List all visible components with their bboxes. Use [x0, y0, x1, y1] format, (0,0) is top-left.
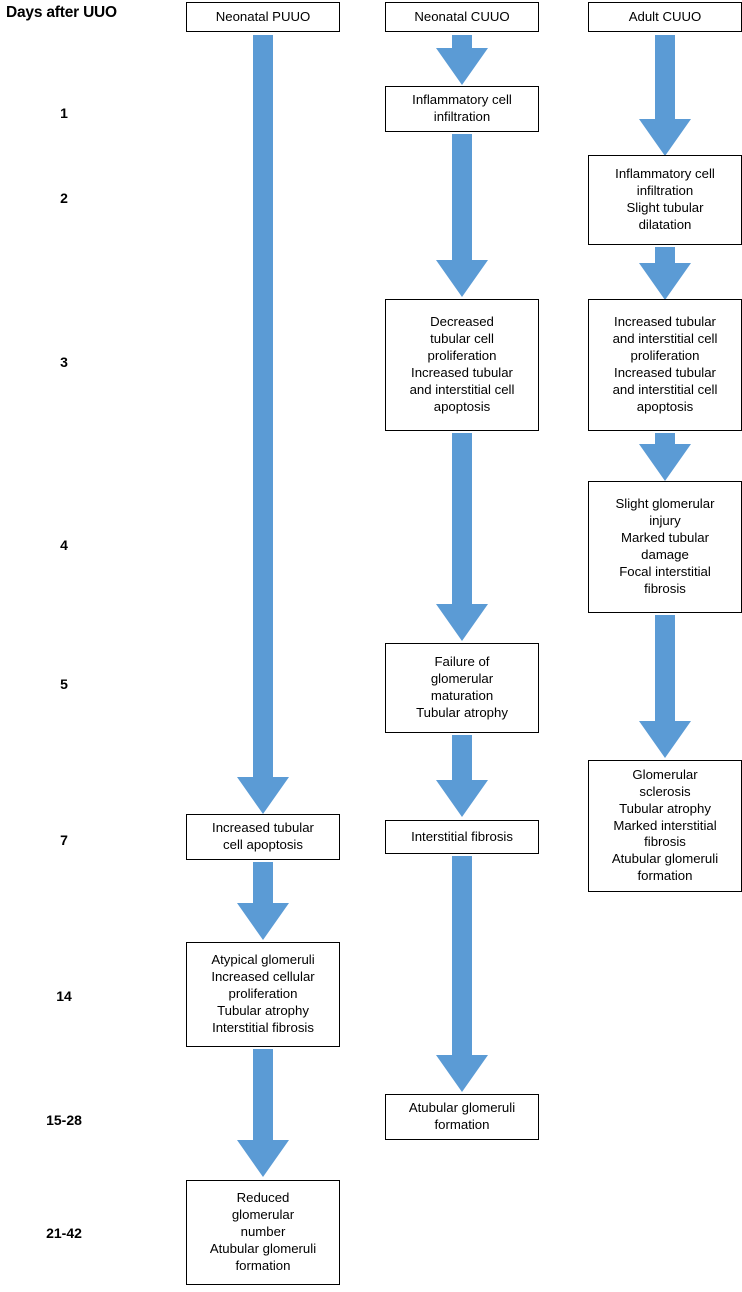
arrow-puuo-atypical-to-reduced	[237, 1049, 289, 1177]
column-header-neonatal-cuuo[interactable]: Neonatal CUUO	[385, 2, 539, 32]
day-label-5: 5	[60, 676, 68, 692]
day-label-14: 14	[56, 988, 72, 1004]
column-header-adult-cuuo-label: Adult CUUO	[628, 8, 702, 24]
day-label-4: 4	[60, 537, 68, 553]
arrow-cuuo-header-to-inflammatory	[436, 35, 488, 85]
day-label-3: 3	[60, 354, 68, 370]
day-label-1: 1	[60, 105, 68, 121]
arrow-acuuo-slight-to-sclerosis	[639, 615, 691, 758]
axis-title-days-after-uuo: Days after UUO	[6, 4, 117, 21]
node-cuuo-interstitial-fibrosis[interactable]: Interstitial fibrosis	[385, 820, 539, 854]
arrow-acuuo-header-to-inflammatory	[639, 35, 691, 156]
day-label-2: 2	[60, 190, 68, 206]
arrow-cuuo-inflammatory-to-decreased	[436, 134, 488, 297]
day-label-21-42: 21-42	[46, 1225, 82, 1241]
day-label-15-28: 15-28	[46, 1112, 82, 1128]
node-cuuo-n4-text: Interstitial fibrosis	[411, 828, 513, 844]
arrow-cuuo-failure-to-interstitial	[436, 735, 488, 817]
arrow-puuo-header-to-apoptosis	[237, 35, 289, 814]
column-header-neonatal-cuuo-label: Neonatal CUUO	[414, 8, 510, 24]
arrow-acuuo-increased-to-slight	[639, 433, 691, 481]
arrow-cuuo-decreased-to-failure	[436, 433, 488, 641]
arrow-cuuo-interstitial-to-atubular	[436, 856, 488, 1092]
column-header-adult-cuuo[interactable]: Adult CUUO	[588, 2, 742, 32]
arrow-puuo-apoptosis-to-atypical	[237, 862, 289, 940]
column-header-neonatal-puuo[interactable]: Neonatal PUUO	[186, 2, 340, 32]
day-label-7: 7	[60, 832, 68, 848]
arrow-acuuo-inflammatory-to-increased	[639, 247, 691, 300]
column-header-neonatal-puuo-label: Neonatal PUUO	[215, 8, 311, 24]
